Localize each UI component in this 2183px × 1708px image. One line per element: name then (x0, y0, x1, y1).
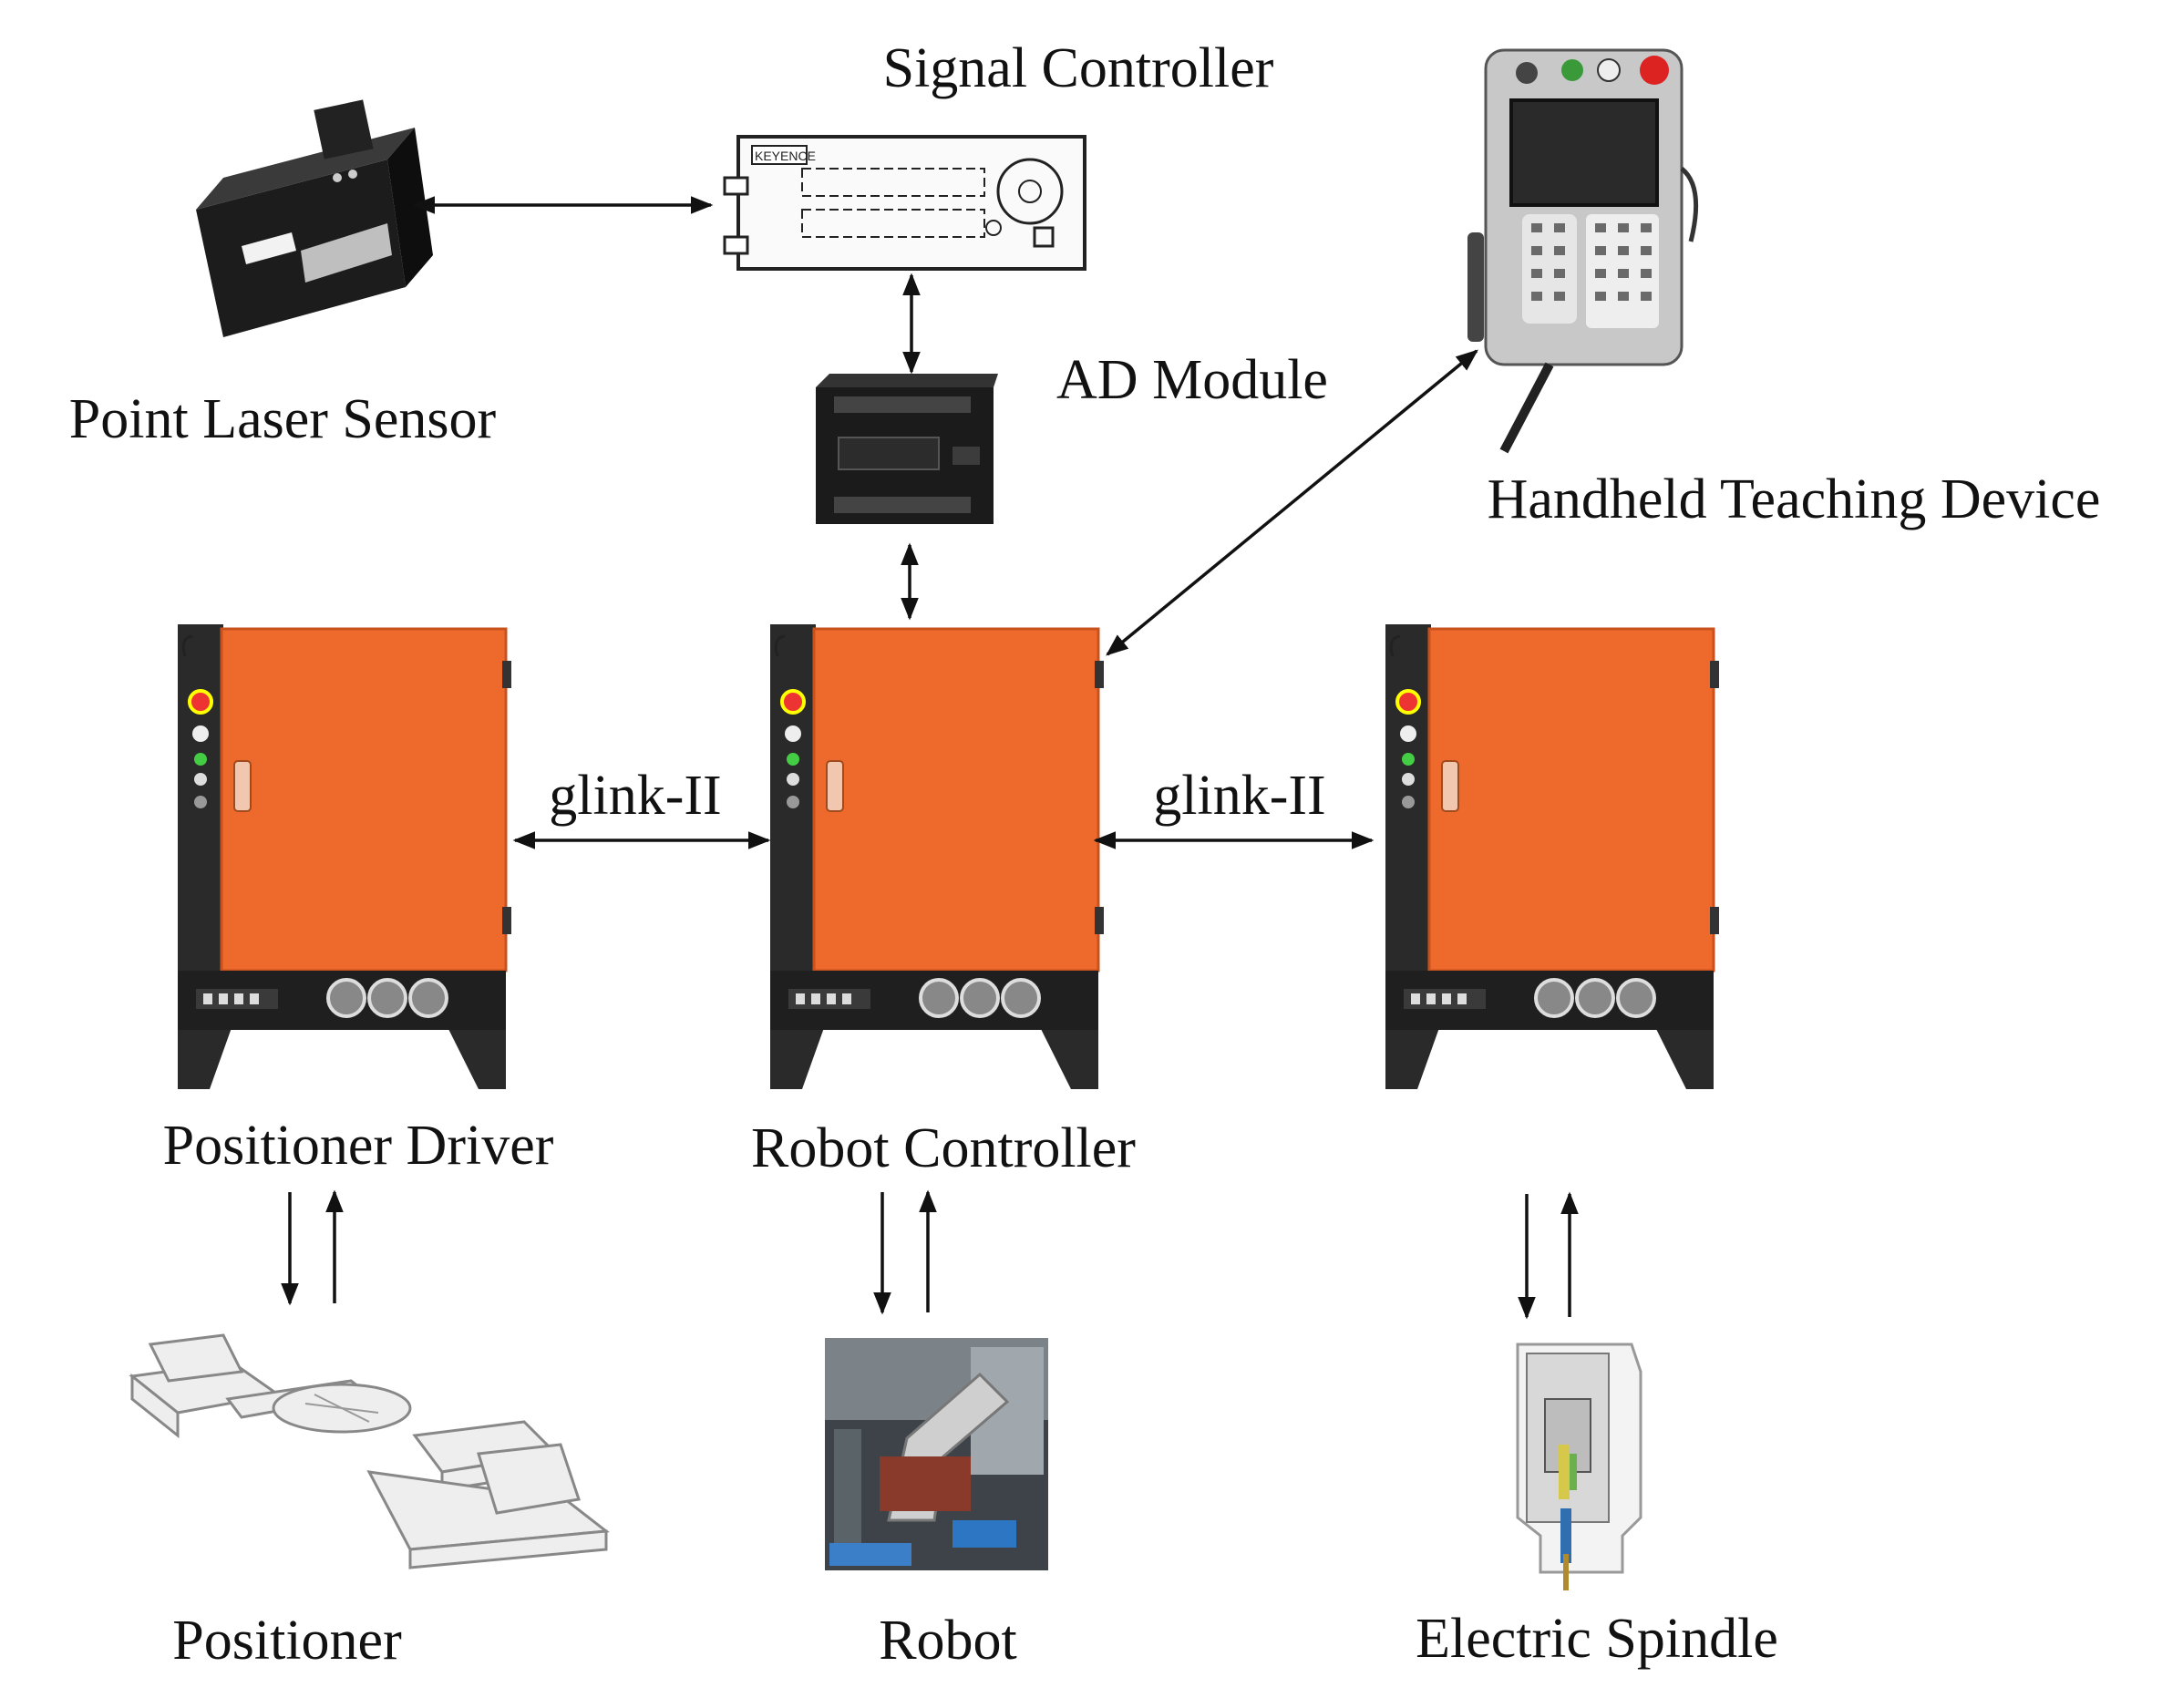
positioner-icon (129, 1333, 610, 1569)
label-electric-spindle: Electric Spindle (1416, 1608, 1778, 1670)
label-glink-right: glink-II (1153, 765, 1325, 827)
label-ad-module: AD Module (1056, 349, 1328, 411)
teach-pendant-icon (1467, 48, 1699, 454)
connection-arrows (281, 196, 1579, 1320)
label-positioner: Positioner (172, 1610, 402, 1672)
robot-arm-icon (825, 1338, 1048, 1570)
spindle-driver-cabinet (1384, 622, 1721, 1091)
laser-sensor-icon (196, 99, 433, 337)
signal-controller-icon: KEYENCE (723, 135, 1086, 271)
label-robot: Robot (879, 1610, 1017, 1672)
signal-controller-brand: KEYENCE (755, 149, 816, 163)
label-signal-controller: Signal Controller (883, 37, 1274, 99)
robot-controller-cabinet (768, 622, 1106, 1091)
label-point-laser-sensor: Point Laser Sensor (69, 388, 497, 450)
label-handheld-teaching-device: Handheld Teaching Device (1488, 468, 2101, 530)
label-robot-controller: Robot Controller (751, 1117, 1136, 1179)
label-glink-left: glink-II (549, 765, 721, 827)
electric-spindle-icon (1516, 1343, 1642, 1590)
label-positioner-driver: Positioner Driver (163, 1115, 554, 1177)
positioner-driver-cabinet (176, 622, 513, 1091)
arrow-pendant-robot-controller (1106, 349, 1478, 656)
ad-module-icon (816, 374, 998, 524)
